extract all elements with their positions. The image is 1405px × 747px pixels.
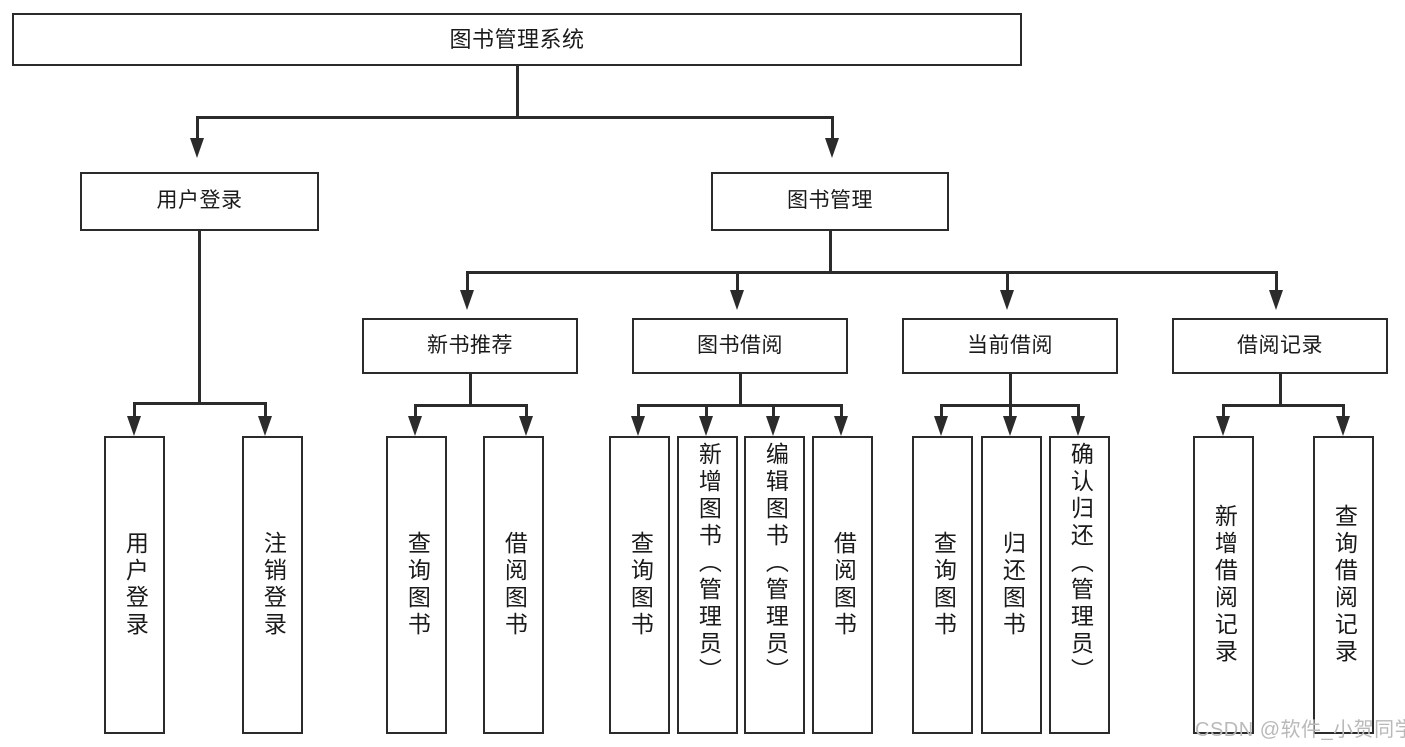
arrow-to-leaf-user-login	[127, 416, 141, 436]
leaf-label: 查询借阅记录	[1331, 504, 1358, 666]
arrow-to-leaf-query-book-1	[408, 416, 422, 436]
arrow-to-user-login	[190, 138, 204, 158]
leaf-label: 新增图书（管理员）	[695, 442, 722, 685]
connector-newbook-drop-1	[414, 404, 417, 420]
leaf-label: 借阅图书	[830, 531, 857, 639]
leaf-label: 注销登录	[260, 531, 287, 639]
connector-newbook-drop-2	[525, 404, 528, 420]
connector-bookborrow-drop-3	[772, 404, 775, 420]
leaf-borrow-book-1[interactable]: 借阅图书	[483, 436, 544, 734]
node-new-book-recommend[interactable]: 新书推荐	[362, 318, 578, 374]
leaf-add-borrow-record[interactable]: 新增借阅记录	[1193, 436, 1254, 734]
leaf-query-book-3[interactable]: 查询图书	[912, 436, 973, 734]
node-label: 借阅记录	[1237, 333, 1323, 357]
leaf-label: 查询图书	[930, 531, 957, 639]
connector-userlogin-drop-2	[264, 402, 267, 420]
connector-userlogin-drop-1	[133, 402, 136, 420]
leaf-user-login[interactable]: 用户登录	[104, 436, 165, 734]
leaf-query-book-2[interactable]: 查询图书	[609, 436, 670, 734]
connector-root-drop-left	[196, 116, 199, 139]
node-label: 当前借阅	[967, 333, 1053, 357]
leaf-label: 查询图书	[627, 531, 654, 639]
node-label: 图书借阅	[697, 333, 783, 357]
connector-currentborrow-drop-3	[1077, 404, 1080, 420]
connector-currentborrow-stem	[1009, 374, 1012, 406]
arrow-to-current-borrow	[1000, 290, 1014, 310]
leaf-return-book[interactable]: 归还图书	[981, 436, 1042, 734]
leaf-edit-book-admin[interactable]: 编辑图书（管理员）	[744, 436, 805, 734]
leaf-label: 用户登录	[122, 531, 149, 639]
arrow-to-new-book-rec	[460, 290, 474, 310]
node-user-login[interactable]: 用户登录	[80, 172, 319, 231]
leaf-add-book-admin[interactable]: 新增图书（管理员）	[677, 436, 738, 734]
arrow-to-leaf-add-record	[1216, 416, 1230, 436]
connector-bookborrow-stem	[739, 374, 742, 406]
connector-bookborrow-drop-1	[637, 404, 640, 420]
node-label: 图书管理	[787, 189, 873, 213]
arrow-to-leaf-confirm-return	[1071, 416, 1085, 436]
connector-root-stem	[516, 66, 519, 118]
leaf-label: 归还图书	[999, 531, 1026, 639]
connector-root-bus	[196, 116, 834, 119]
connector-currentborrow-drop-2	[1009, 404, 1012, 420]
connector-bookmanage-drop-2	[736, 271, 739, 293]
connector-bookmanage-stem	[829, 231, 832, 274]
arrow-to-borrow-record	[1269, 290, 1283, 310]
arrow-to-leaf-query-book-2	[631, 416, 645, 436]
arrow-to-leaf-edit-book	[766, 416, 780, 436]
arrow-to-book-manage	[825, 138, 839, 158]
connector-bookborrow-drop-4	[840, 404, 843, 420]
leaf-confirm-return-admin[interactable]: 确认归还（管理员）	[1049, 436, 1110, 734]
connector-userlogin-stem	[198, 231, 201, 404]
node-borrow-record[interactable]: 借阅记录	[1172, 318, 1388, 374]
node-current-borrow[interactable]: 当前借阅	[902, 318, 1118, 374]
arrow-to-leaf-query-book-3	[934, 416, 948, 436]
connector-borrowrecord-drop-2	[1342, 404, 1345, 420]
arrow-to-leaf-borrow-book-1	[519, 416, 533, 436]
connector-newbook-stem	[469, 374, 472, 406]
connector-borrowrecord-bus	[1222, 404, 1344, 407]
arrow-to-leaf-return-book	[1003, 416, 1017, 436]
node-book-borrow[interactable]: 图书借阅	[632, 318, 848, 374]
connector-bookmanage-drop-1	[466, 271, 469, 293]
leaf-label: 确认归还（管理员）	[1067, 442, 1094, 685]
node-label: 图书管理系统	[449, 26, 585, 52]
connector-bookmanage-drop-3	[1006, 271, 1009, 293]
leaf-borrow-book-2[interactable]: 借阅图书	[812, 436, 873, 734]
leaf-logout[interactable]: 注销登录	[242, 436, 303, 734]
connector-root-drop-right	[831, 116, 834, 139]
leaf-label: 借阅图书	[501, 531, 528, 639]
node-label: 用户登录	[156, 189, 243, 213]
leaf-label: 新增借阅记录	[1211, 504, 1238, 666]
node-book-manage[interactable]: 图书管理	[711, 172, 949, 231]
connector-bookborrow-bus	[637, 404, 843, 407]
connector-bookmanage-bus	[466, 271, 1278, 274]
node-label: 新书推荐	[427, 333, 513, 357]
arrow-to-book-borrow	[730, 290, 744, 310]
connector-newbook-bus	[414, 404, 528, 407]
connector-userlogin-bus	[133, 402, 267, 405]
arrow-to-leaf-add-book	[699, 416, 713, 436]
leaf-label: 编辑图书（管理员）	[762, 442, 789, 685]
arrow-to-leaf-borrow-book-2	[834, 416, 848, 436]
node-root-system[interactable]: 图书管理系统	[12, 13, 1022, 66]
connector-borrowrecord-stem	[1279, 374, 1282, 406]
leaf-query-borrow-record[interactable]: 查询借阅记录	[1313, 436, 1374, 734]
leaf-query-book-1[interactable]: 查询图书	[386, 436, 447, 734]
leaf-label: 查询图书	[404, 531, 431, 639]
connector-bookborrow-drop-2	[705, 404, 708, 420]
connector-currentborrow-drop-1	[940, 404, 943, 420]
connector-borrowrecord-drop-1	[1222, 404, 1225, 420]
arrow-to-leaf-query-record	[1336, 416, 1350, 436]
connector-bookmanage-drop-4	[1275, 271, 1278, 293]
arrow-to-leaf-logout	[258, 416, 272, 436]
